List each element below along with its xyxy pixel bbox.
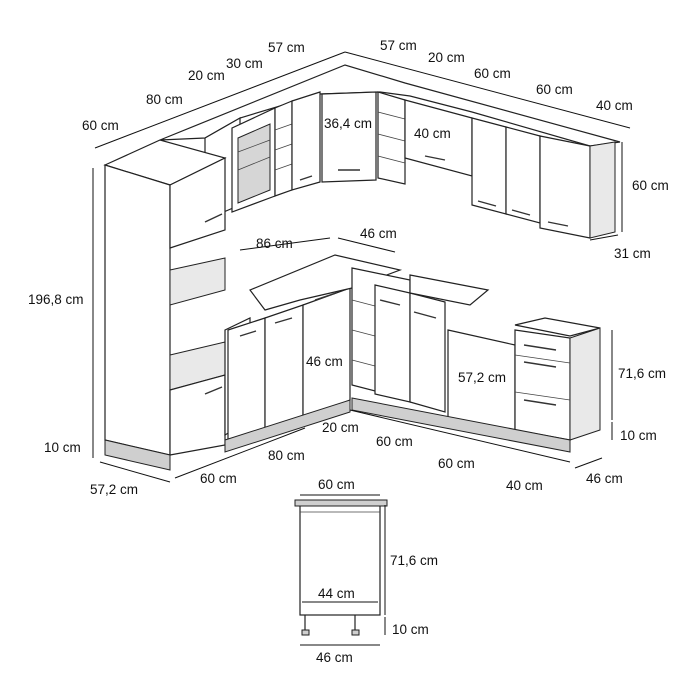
- dim-base-inner-572: 57,2 cm: [458, 370, 506, 385]
- drawer-handle: [523, 399, 557, 406]
- dim-upper-height: 60 cm: [632, 178, 669, 193]
- dim-detail-width: 60 cm: [318, 477, 355, 492]
- upper-cabinet-side: [589, 141, 616, 239]
- tall-upper-door: [169, 157, 226, 249]
- drawer-unit-front: [514, 329, 571, 441]
- dim-base-w60-a: 60 cm: [376, 434, 413, 449]
- dim-base-w80: 80 cm: [268, 448, 305, 463]
- dim-base-w20: 20 cm: [322, 420, 359, 435]
- base-cabinet-60-b: [409, 292, 446, 413]
- upper-cabinet-60a-left: [471, 117, 507, 215]
- handle: [379, 299, 401, 306]
- dim-plinth-right: 10 cm: [620, 428, 657, 443]
- drawer-handle: [523, 361, 557, 368]
- dim-detail-inner: 44 cm: [318, 586, 355, 601]
- dim-detail-depth: 46 cm: [316, 650, 353, 665]
- dim-upper-w20-left: 20 cm: [188, 68, 225, 83]
- dim-detail-height: 71,6 cm: [390, 553, 438, 568]
- handle: [239, 330, 257, 337]
- tall-side: [104, 164, 171, 456]
- base-cabinet-80-left: [264, 304, 304, 431]
- base-cabinet-60-door: [227, 317, 266, 441]
- dim-upper-w60-right-a: 60 cm: [474, 66, 511, 81]
- dim-upper-w20-right: 20 cm: [428, 50, 465, 65]
- tall-unit: [103, 139, 227, 471]
- detail-worktop: [294, 499, 388, 507]
- dim-upper-w60-left: 60 cm: [82, 118, 119, 133]
- dim-tall-depth: 57,2 cm: [90, 482, 138, 497]
- dim-base-depth-right: 46 cm: [586, 471, 623, 486]
- dimension-labels: 57 cm 30 cm 20 cm 80 cm 60 cm 57 cm 20 c…: [28, 38, 669, 665]
- dim-upper-w60-right-b: 60 cm: [536, 82, 573, 97]
- drawer-handle: [523, 344, 557, 351]
- dim-base-height: 71,6 cm: [618, 366, 666, 381]
- base-plinth-left: [224, 399, 351, 453]
- dim-base-w40: 40 cm: [506, 478, 543, 493]
- dim-base-corner-86: 86 cm: [256, 236, 293, 251]
- upper-open-shelf-20: [274, 100, 293, 197]
- dim-plinth-left: 10 cm: [44, 440, 81, 455]
- handle: [511, 209, 531, 216]
- dim-upper-w80: 80 cm: [146, 92, 183, 107]
- handle: [204, 386, 223, 395]
- base-cabinet-80-right: [302, 287, 351, 419]
- dim-detail-plinth: 10 cm: [392, 622, 429, 637]
- upper-cabinets: [159, 64, 621, 239]
- dim-upper-depth-right: 57 cm: [380, 38, 417, 53]
- handle: [299, 175, 313, 181]
- detail-cabinet-body: [299, 504, 381, 616]
- base-right-top: [409, 274, 490, 306]
- upper-corner-cabinet: [321, 91, 377, 183]
- dim-upper-w40-right: 40 cm: [596, 98, 633, 113]
- dim-base-w60-left: 60 cm: [200, 471, 237, 486]
- base-cabinets: [224, 254, 601, 453]
- upper-cabinet-30: [291, 91, 321, 191]
- dim-base-corner-46: 46 cm: [360, 226, 397, 241]
- dim-upper-depth: 31 cm: [614, 246, 651, 261]
- tall-plinth: [104, 439, 171, 471]
- dim-upper-w30: 30 cm: [226, 56, 263, 71]
- dim-base-w60-b: 60 cm: [438, 456, 475, 471]
- handle: [424, 155, 446, 161]
- handle: [477, 200, 497, 207]
- handle: [274, 317, 293, 324]
- tall-niche: [169, 257, 226, 306]
- base-plinth-right: [351, 397, 571, 453]
- upper-cabinet-60a-right: [505, 126, 541, 224]
- handle: [547, 221, 569, 227]
- dim-tall-height: 196,8 cm: [28, 292, 84, 307]
- handle: [204, 213, 223, 223]
- drawer-unit-side: [569, 327, 601, 441]
- dim-upper-corner-width: 36,4 cm: [324, 116, 372, 131]
- dim-base-corner-inner-46: 46 cm: [306, 354, 343, 369]
- handle: [413, 311, 437, 319]
- dim-upper-depth-left: 57 cm: [268, 40, 305, 55]
- upper-cabinet-40-end: [539, 135, 591, 239]
- dim-upper-corner-40: 40 cm: [414, 126, 451, 141]
- dimension-lines: [92, 51, 631, 646]
- upper-open-shelf-right: [377, 91, 406, 185]
- handle: [314, 292, 337, 301]
- base-cabinet-detail: [294, 499, 388, 636]
